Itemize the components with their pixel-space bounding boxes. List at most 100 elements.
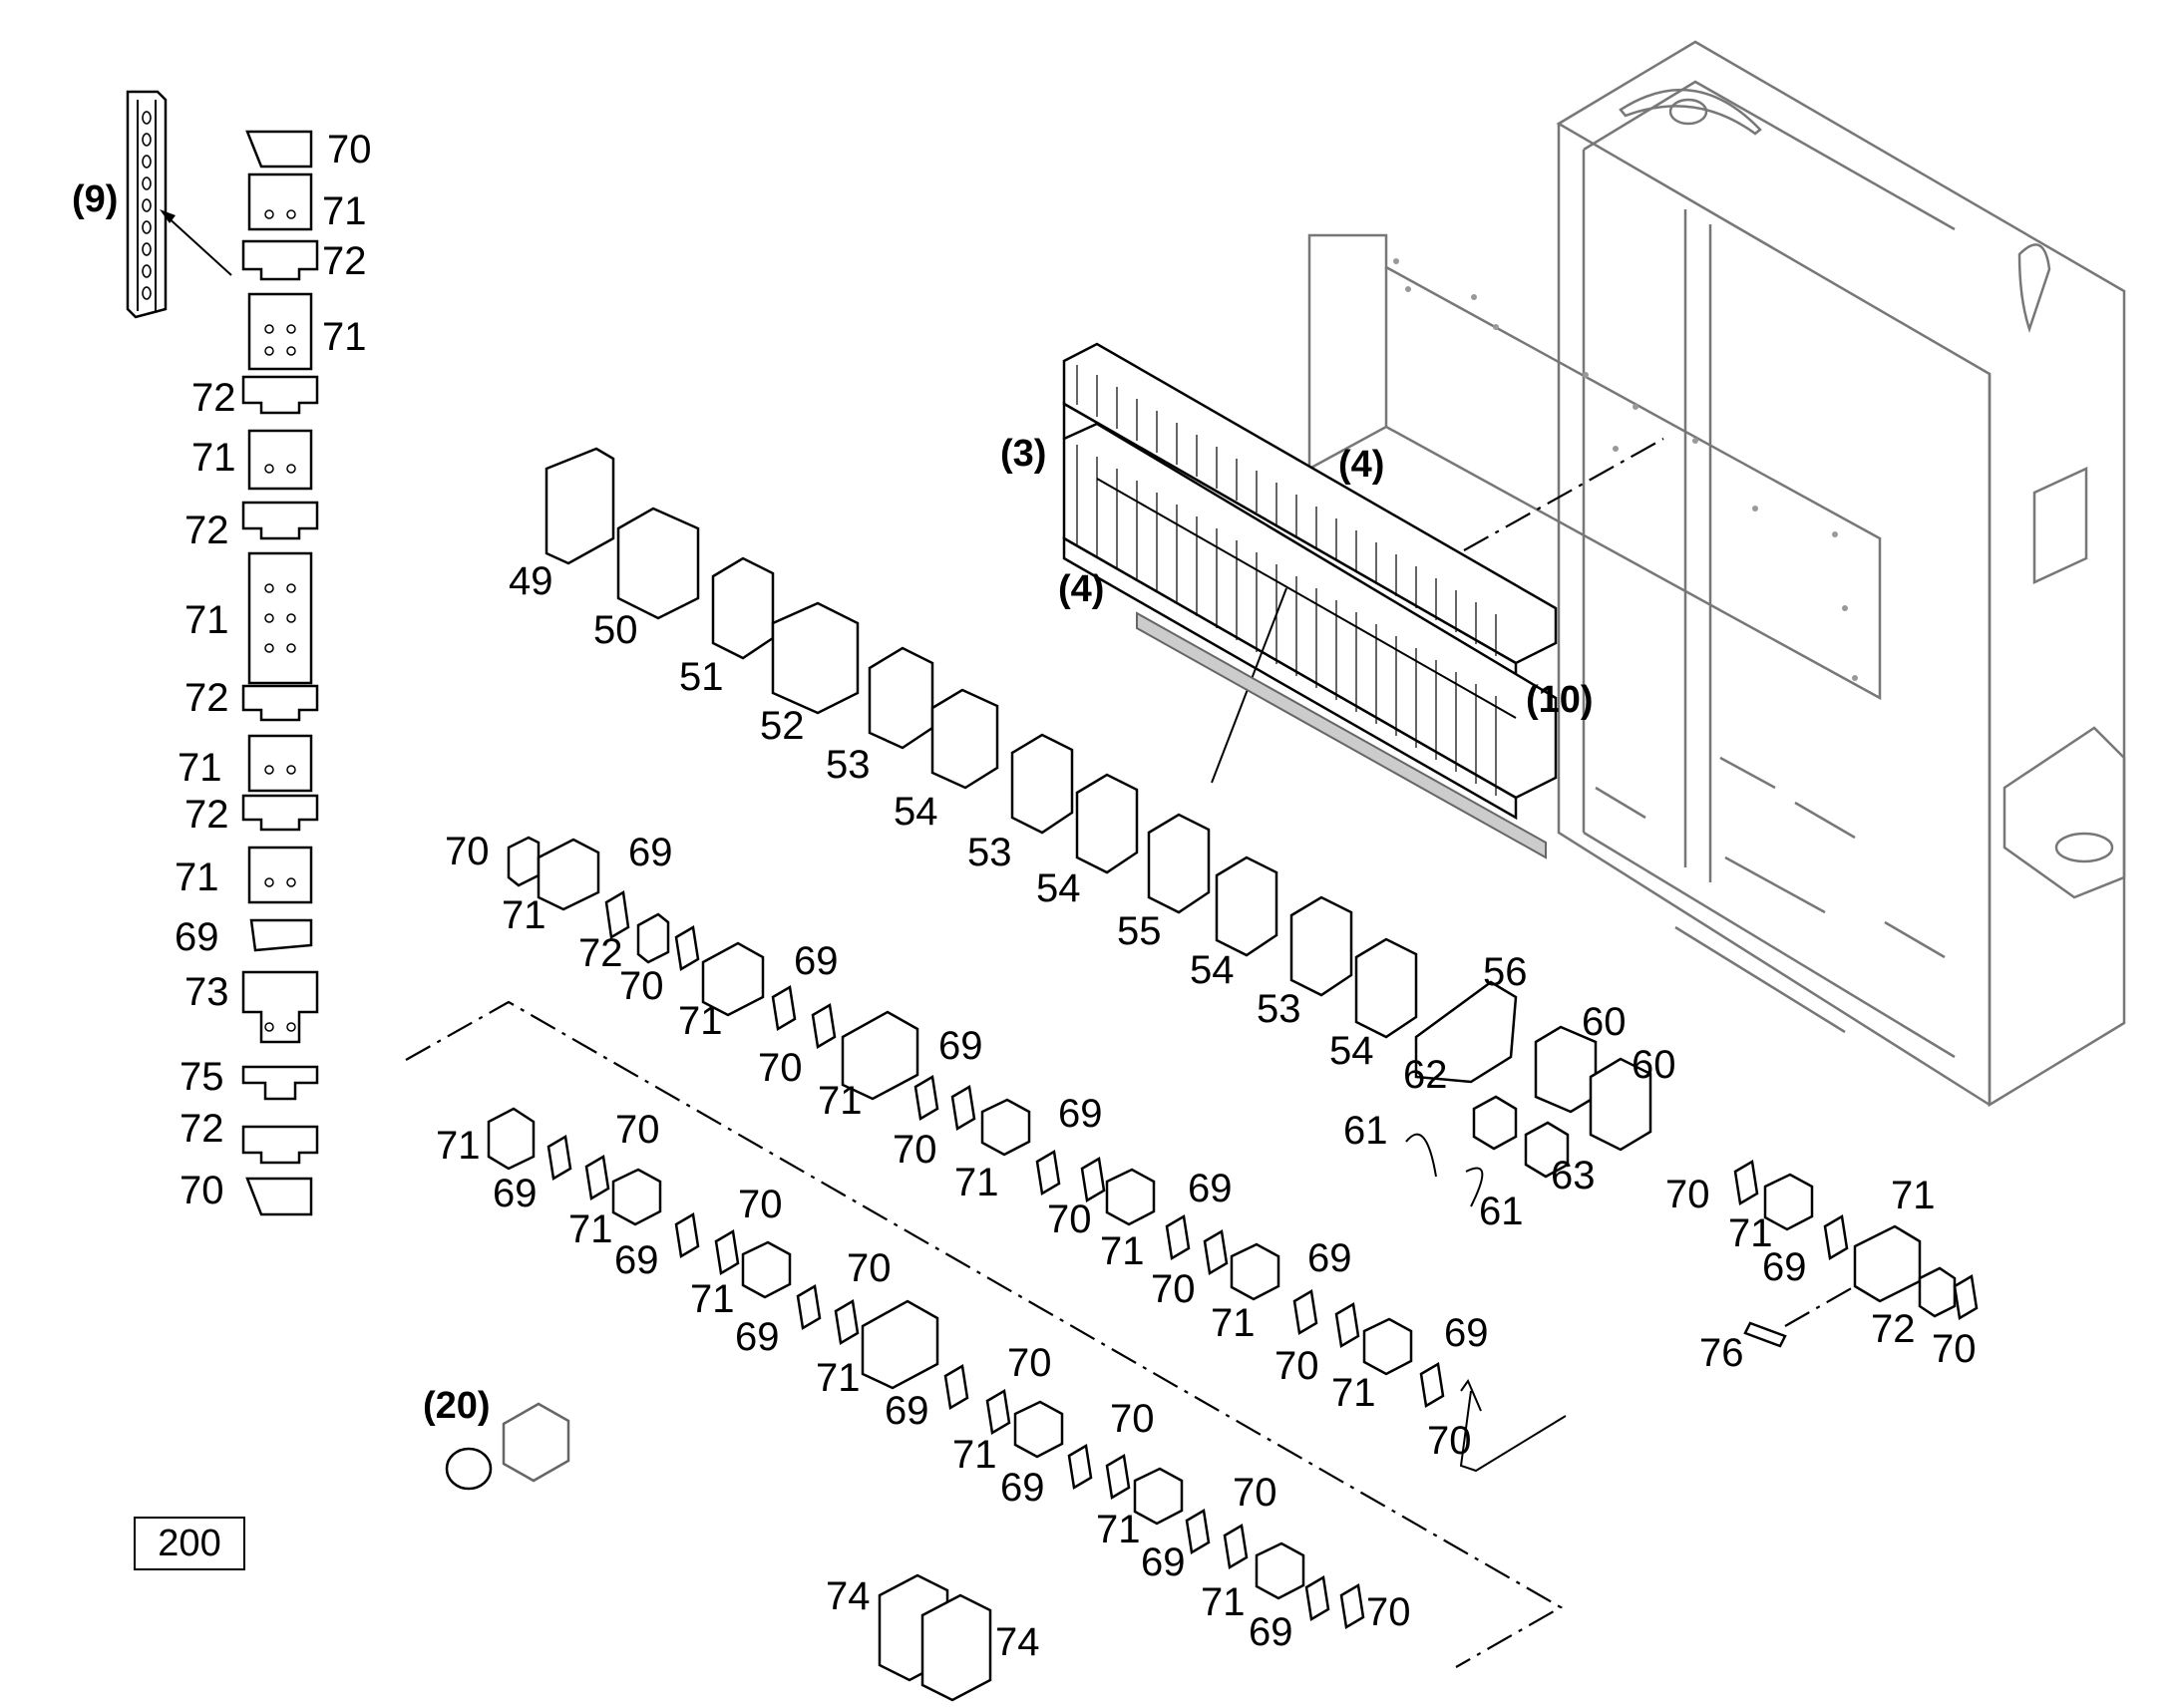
- lower-labels-item: 69: [1000, 1466, 1045, 1510]
- breaker-labels-item: 63: [1551, 1154, 1596, 1197]
- column-labels-item: 72: [180, 1107, 224, 1151]
- terminal-labels-item: 69: [794, 939, 839, 983]
- page-number-box: 200: [134, 1517, 245, 1570]
- column-labels-item: 70: [327, 128, 372, 171]
- column-labels-item: 70: [180, 1169, 224, 1212]
- column-labels-item: 69: [175, 915, 219, 959]
- right-labels-item: 69: [1762, 1245, 1807, 1289]
- breaker-labels-item: 62: [1403, 1053, 1448, 1097]
- lower-labels-item: 70: [1366, 1590, 1411, 1634]
- breaker-labels-item: 55: [1117, 909, 1162, 953]
- lower-labels-item: 71: [816, 1356, 861, 1400]
- right-labels-item: 71: [1891, 1174, 1936, 1217]
- column-labels-item: 71: [178, 746, 222, 790]
- terminal-labels-item: 71: [818, 1079, 863, 1123]
- column-labels-item: 72: [184, 676, 229, 720]
- right-labels-item: 72: [1871, 1307, 1916, 1351]
- terminal-labels-item: 71: [678, 999, 723, 1043]
- mounting-plate: [1307, 233, 1882, 701]
- terminal-labels-item: 69: [1188, 1167, 1233, 1210]
- terminal-labels-item: 69: [1444, 1311, 1489, 1355]
- column-labels-item: 72: [184, 793, 229, 837]
- terminal-labels-item: 70: [1274, 1344, 1319, 1388]
- lower-labels-item: 71: [436, 1124, 481, 1168]
- lower-labels-item: 71: [952, 1433, 997, 1477]
- breaker-labels-item: 60: [1632, 1043, 1676, 1087]
- column-labels-item: 72: [184, 509, 229, 552]
- breaker-labels-item: 51: [679, 655, 724, 699]
- column-labels-item: 71: [191, 436, 236, 480]
- callouts-item: (4): [1058, 568, 1104, 610]
- lower-labels-item: 69: [1249, 1610, 1293, 1654]
- lower-labels-item: 71: [690, 1277, 735, 1321]
- column-labels-item: 72: [191, 376, 236, 420]
- terminal-labels-item: 69: [938, 1024, 983, 1068]
- lower-labels-item: 70: [1007, 1341, 1052, 1385]
- terminal-labels-item: 71: [954, 1161, 999, 1204]
- breaker-labels-item: 52: [760, 704, 805, 748]
- lower-labels-item: 71: [1201, 1580, 1246, 1624]
- breaker-labels-item: 54: [1329, 1029, 1374, 1073]
- terminal-labels-item: 70: [1047, 1197, 1092, 1241]
- terminal-labels-item: 70: [445, 830, 490, 873]
- column-labels-item: 72: [322, 239, 367, 283]
- right-labels-item: 70: [1665, 1173, 1710, 1216]
- breaker-labels-item: 61: [1479, 1190, 1524, 1233]
- terminal-labels-item: 69: [1058, 1092, 1103, 1136]
- breaker-labels-item: 53: [967, 831, 1012, 874]
- lower-labels-item: 70: [847, 1246, 892, 1290]
- terminal-labels-item: 70: [619, 964, 664, 1008]
- breaker-labels-item: 54: [1190, 948, 1235, 992]
- lower-labels-item: 69: [885, 1389, 929, 1433]
- right-terminal-group: [1733, 1159, 1979, 1348]
- enclosure-icon: [1556, 40, 2126, 1108]
- callouts-item: (3): [1000, 433, 1046, 475]
- cable-duct: [1062, 342, 1558, 821]
- column-labels-item: 75: [180, 1055, 224, 1099]
- lower-labels-item: 70: [615, 1108, 660, 1152]
- callouts-item: (20): [423, 1385, 491, 1427]
- lower-labels-item: 71: [568, 1207, 613, 1251]
- breaker-labels-item: 53: [1257, 987, 1301, 1031]
- terminal-labels-item: 70: [1151, 1267, 1196, 1311]
- terminal-labels-item: 71: [1211, 1301, 1256, 1345]
- terminal-labels-item: 71: [502, 893, 546, 937]
- terminal-labels-item: 72: [578, 931, 623, 975]
- terminal-labels-item: 70: [758, 1046, 803, 1090]
- terminal-labels-item: 71: [1100, 1229, 1145, 1273]
- column-labels-item: 71: [322, 315, 367, 359]
- breaker-row: [545, 447, 1652, 1207]
- right-labels-item: 71: [1728, 1211, 1773, 1255]
- lower-labels-item: 70: [1110, 1397, 1155, 1441]
- lower-labels-item: 69: [1141, 1540, 1186, 1584]
- column-labels-item: 71: [322, 189, 367, 233]
- terminal-labels-item: 70: [893, 1128, 937, 1172]
- terminal-labels-item: 69: [1307, 1236, 1352, 1280]
- terminal-labels-item: 71: [1331, 1371, 1376, 1415]
- terminal-scatter: [507, 836, 1567, 1473]
- right-labels-item: 76: [1699, 1331, 1744, 1375]
- breaker-labels-item: 61: [1343, 1109, 1388, 1153]
- terminal-labels-item: 70: [1427, 1419, 1472, 1463]
- callouts-item: (9): [72, 178, 118, 220]
- terminal-column: [241, 130, 319, 1216]
- column-labels-item: 73: [184, 970, 229, 1014]
- breaker-labels-item: 49: [509, 559, 553, 603]
- lower-labels-item: 69: [614, 1238, 659, 1282]
- callouts-item: (10): [1526, 679, 1594, 721]
- breaker-labels-item: 53: [826, 743, 871, 787]
- breaker-labels-item: 54: [1036, 866, 1081, 910]
- lower-labels-item: 70: [738, 1183, 783, 1226]
- terminal-labels-item: 69: [628, 831, 673, 874]
- lower-labels-item: 69: [493, 1172, 538, 1215]
- column-labels-item: 71: [184, 598, 229, 642]
- column-labels-item: 71: [175, 855, 219, 899]
- lower-labels-item: 70: [1233, 1471, 1277, 1515]
- breaker-labels-item: 60: [1582, 1000, 1627, 1044]
- callouts-item: (4): [1338, 444, 1384, 486]
- breaker-labels-item: 50: [593, 608, 638, 652]
- breaker-labels-item: 56: [1483, 950, 1528, 994]
- right-labels-item: 70: [1932, 1327, 1977, 1371]
- push-button-icon: [445, 1402, 570, 1491]
